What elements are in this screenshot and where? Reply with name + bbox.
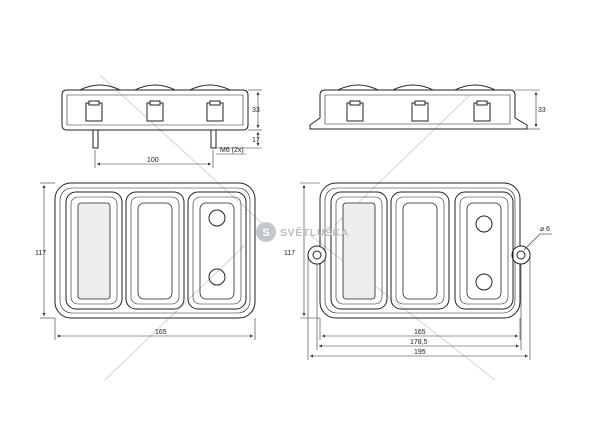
dim-spacing-100: 100 bbox=[147, 157, 159, 164]
top-view-left-dims bbox=[94, 89, 262, 168]
dim-width-165-left: 165 bbox=[155, 329, 167, 336]
dim-width-165-right: 165 bbox=[414, 329, 426, 336]
dim-height-117-left: 117 bbox=[35, 250, 46, 257]
dim-height-33-right: 33 bbox=[538, 107, 546, 114]
dim-width-195: 195 bbox=[414, 349, 426, 356]
watermark-initial: S bbox=[262, 227, 269, 239]
dim-hole-6: ⌀ 6 bbox=[540, 226, 550, 233]
watermark-logo: S SVĚTLUŠKA bbox=[256, 222, 349, 242]
dim-depth-17: 17 bbox=[252, 137, 260, 144]
top-view-right bbox=[309, 84, 528, 130]
top-view-right-dims bbox=[515, 89, 540, 130]
dim-height-33: 33 bbox=[252, 107, 260, 114]
front-view-left-dims bbox=[40, 182, 256, 340]
top-view-left bbox=[61, 84, 249, 149]
front-view-right-dims bbox=[300, 182, 552, 360]
dim-thread-m6: M6 (2x) bbox=[220, 147, 244, 154]
dim-height-117-right: 117 bbox=[284, 250, 295, 257]
watermark-text: SVĚTLUŠKA bbox=[280, 226, 349, 239]
dim-width-178-5: 178,5 bbox=[410, 339, 428, 346]
front-view-left bbox=[54, 182, 256, 319]
front-view-right bbox=[307, 182, 531, 319]
